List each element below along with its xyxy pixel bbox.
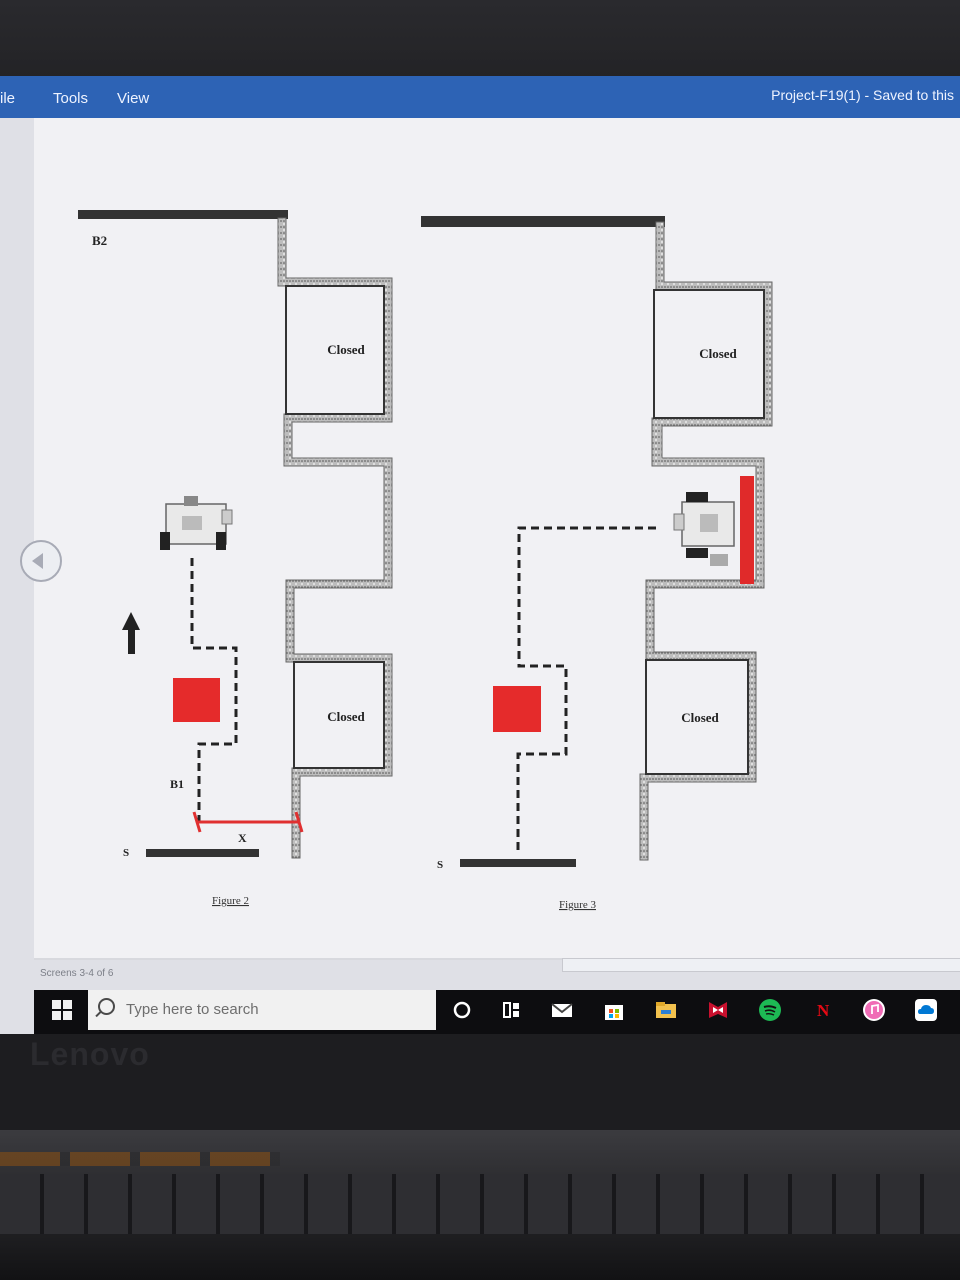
robot-fig3 [673,492,735,566]
closed-room-top [285,285,385,415]
textured-wall-fig3 [639,221,773,861]
up-arrow-icon [122,612,140,654]
store-icon[interactable] [602,998,626,1022]
wall-top [78,210,288,219]
status-divider [34,958,960,960]
menu-bar: ile Tools View Project-F19(1) - Saved to… [0,76,960,118]
document-page: B2 Closed Closed [34,118,960,958]
monitor-bezel [0,0,960,78]
closed-label-top: Closed [327,342,365,357]
netflix-letter: N [817,1001,830,1020]
figure-3-caption: Figure 3 [559,899,596,911]
closed-label-top-fig3: Closed [699,346,737,361]
figure-2-caption: Figure 2 [212,895,249,907]
windows-start-icon[interactable] [52,1000,72,1020]
textured-wall [277,217,393,859]
wall-top-fig3 [421,216,665,227]
itunes-icon[interactable] [862,998,886,1022]
search-box[interactable]: Type here to search [88,990,436,1030]
closed-room-bottom [293,661,385,769]
task-view-icon[interactable] [500,998,524,1022]
menu-file[interactable]: ile [0,90,16,107]
lenovo-logo: Lenovo [30,1036,150,1072]
label-s-fig2: S [123,847,129,859]
menu-view[interactable]: View [117,90,150,107]
window-title: Project-F19(1) - Saved to this [771,87,954,103]
onedrive-icon[interactable] [914,998,938,1022]
cortana-icon[interactable] [450,998,474,1022]
scroll-slider[interactable] [562,958,960,972]
closed-label-bottom-fig3: Closed [681,710,719,725]
mail-icon[interactable] [550,998,574,1022]
keyboard [0,1130,960,1280]
label-b2: B2 [92,233,107,248]
page-status: Screens 3-4 of 6 [40,968,114,979]
closed-room-bottom-fig3 [645,659,749,775]
netflix-icon[interactable]: N [810,998,834,1022]
red-obstacle-fig3 [493,686,541,732]
figure-2: B2 Closed Closed [78,210,393,907]
mcafee-icon[interactable] [706,998,730,1022]
figure-3: Closed Closed S Figure 3 [421,216,773,911]
file-explorer-icon[interactable] [654,998,678,1022]
spotify-icon[interactable] [758,998,782,1022]
start-line-fig3 [460,859,576,867]
search-icon [98,998,115,1015]
red-obstacle [173,678,220,722]
menu-tools[interactable]: Tools [53,90,89,107]
label-b1: B1 [170,777,184,791]
previous-page-button[interactable] [20,540,62,582]
red-wall-marker [740,476,754,584]
label-s-fig3: S [437,859,443,871]
screen: ile Tools View Project-F19(1) - Saved to… [0,76,960,1034]
figures-canvas: B2 Closed Closed [78,210,773,911]
label-x: X [238,831,247,845]
robot [160,496,233,550]
start-line-fig2 [146,849,259,857]
closed-label-bottom: Closed [327,709,365,724]
robot-path [190,558,238,826]
robot-path-fig3 [516,526,656,852]
search-placeholder: Type here to search [126,1001,259,1018]
closed-room-top-fig3 [653,289,765,419]
taskbar: Type here to search N [34,990,960,1034]
